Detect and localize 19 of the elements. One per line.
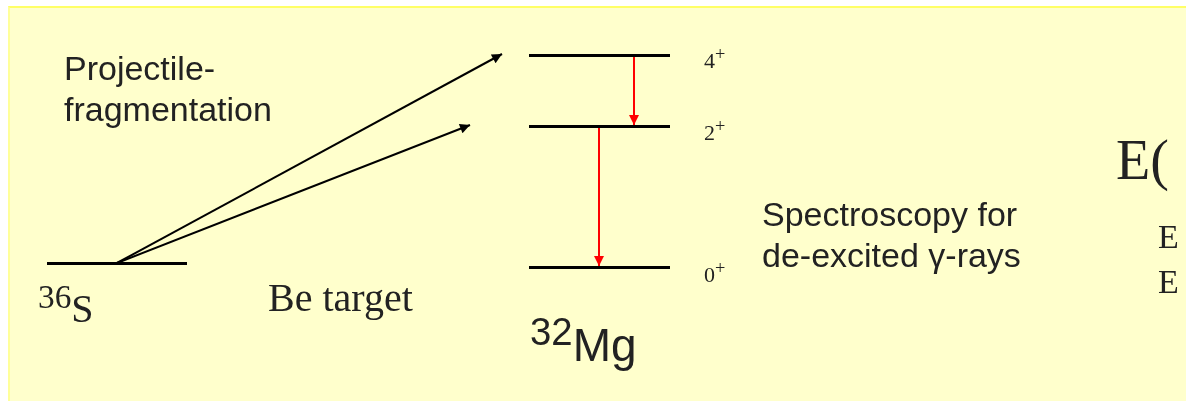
transition-arrow bbox=[629, 54, 639, 126]
formula-text: E bbox=[1158, 218, 1179, 256]
spin-label: 4$^{+}$ bbox=[704, 44, 726, 75]
transition-arrow bbox=[594, 125, 604, 267]
energy-level-line bbox=[529, 125, 670, 128]
energy-level-line bbox=[529, 54, 670, 57]
arrow bbox=[116, 53, 503, 264]
spin-label: 0$^{+}$ bbox=[704, 258, 726, 289]
arrow bbox=[116, 124, 471, 264]
spin-label: 2$^{+}$ bbox=[704, 116, 726, 147]
formula-text: E( bbox=[1116, 128, 1169, 192]
isotope-label: $^{36}$S bbox=[38, 278, 94, 333]
energy-level-line bbox=[47, 262, 187, 265]
formula-text: E bbox=[1158, 263, 1179, 301]
method-label: Spectroscopy for de-excited γ-rays bbox=[762, 194, 1022, 276]
energy-level-line bbox=[529, 266, 670, 269]
target-label: Be target bbox=[268, 274, 413, 321]
process-label: Projectile- fragmentation bbox=[64, 48, 273, 130]
isotope-label: $^{32}$Mg bbox=[530, 310, 637, 373]
